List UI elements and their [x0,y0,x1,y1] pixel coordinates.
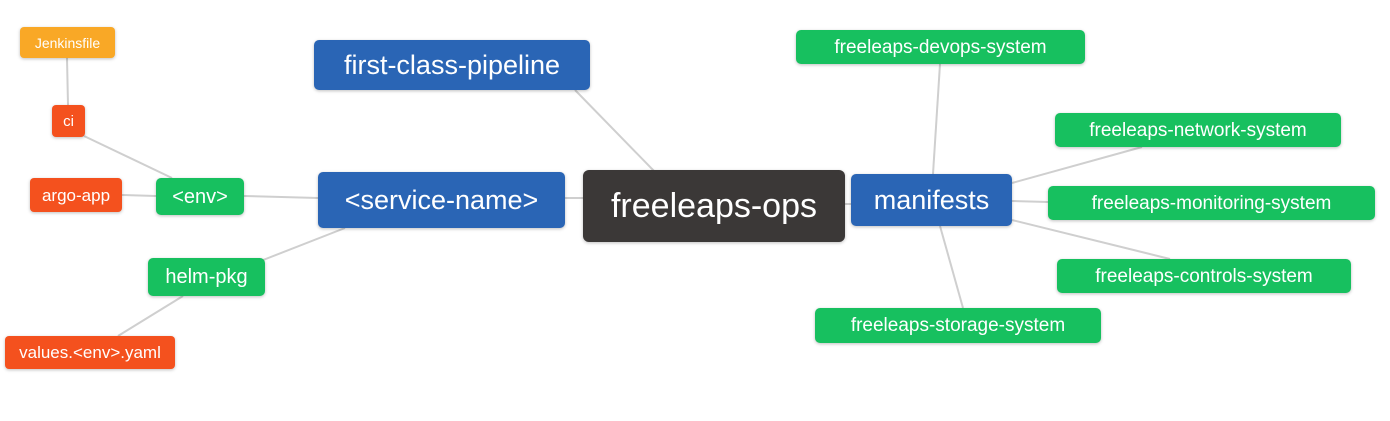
node-service-name[interactable]: <service-name> [318,172,565,228]
edge-manifests-devops [932,63,941,175]
node-freeleaps-controls-system[interactable]: freeleaps-controls-system [1057,259,1351,293]
node-first-class-pipeline[interactable]: first-class-pipeline [314,40,590,90]
node-freeleaps-devops-system[interactable]: freeleaps-devops-system [796,30,1085,64]
node-argo-app[interactable]: argo-app [30,178,122,212]
edge-service-name-helm-pkg [257,227,346,263]
node-manifests[interactable]: manifests [851,174,1012,226]
edge-env-service-name [243,195,319,199]
node-helm-pkg[interactable]: helm-pkg [148,258,265,296]
node-jenkinsfile[interactable]: Jenkinsfile [20,27,115,58]
edge-helm-pkg-values [117,295,184,337]
node-freeleaps-monitoring-system[interactable]: freeleaps-monitoring-system [1048,186,1375,220]
edge-manifests-monitoring [1011,200,1049,203]
edge-manifests-network [1011,146,1143,184]
edge-jenkinsfile-ci [66,57,69,106]
edge-manifests-storage [939,225,964,309]
node-env[interactable]: <env> [156,178,244,215]
edge-pipeline-ops [574,89,656,173]
node-freeleaps-network-system[interactable]: freeleaps-network-system [1055,113,1341,147]
edge-manifests-controls [1011,219,1171,260]
node-freeleaps-storage-system[interactable]: freeleaps-storage-system [815,308,1101,343]
edge-ci-env [83,135,173,179]
node-freeleaps-ops[interactable]: freeleaps-ops [583,170,845,242]
edge-argo-app-env [121,194,157,197]
node-values-env-yaml[interactable]: values.<env>.yaml [5,336,175,369]
node-ci[interactable]: ci [52,105,85,137]
